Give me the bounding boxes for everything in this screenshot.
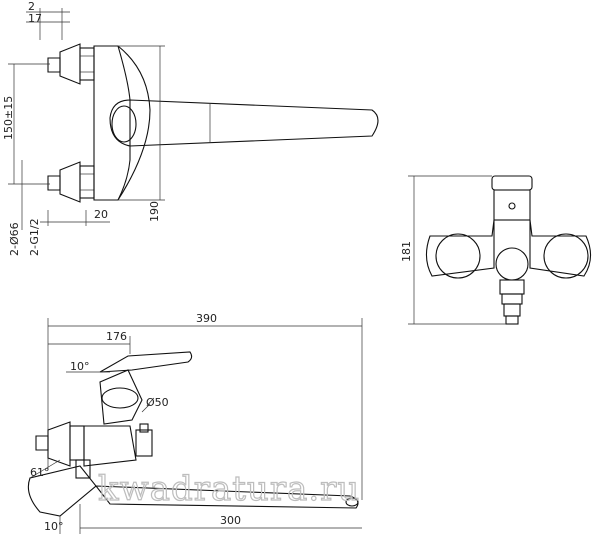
plan-view: 390 176 10° Ø50 61° 300 10°	[27, 312, 363, 534]
dim-height-181: 181	[400, 241, 413, 262]
dim-pipe-diameter: 2-Ø66	[8, 222, 21, 256]
dim-height-190: 190	[148, 201, 161, 222]
dim-angle-lever: 10°	[70, 360, 90, 373]
dim-spout-offset: 176	[106, 330, 127, 343]
side-view: 2 17 150±15 2-Ø66 2-G1/2 20 190	[2, 0, 379, 256]
dim-total-length: 390	[196, 312, 217, 325]
dim-angle-61: 61°	[30, 466, 50, 479]
watermark-text: kwadratura.ru	[98, 469, 360, 509]
dim-angle-spout: 10°	[44, 520, 64, 533]
dim-top-17: 17	[28, 12, 42, 25]
dim-thread: 2-G1/2	[28, 218, 41, 256]
front-view: 181	[400, 175, 592, 325]
dim-handle-diameter: Ø50	[146, 396, 169, 409]
dim-center-distance: 150±15	[2, 96, 15, 140]
dim-top-2: 2	[28, 0, 35, 13]
dim-width-20: 20	[94, 208, 108, 221]
dim-spout-reach: 300	[220, 514, 241, 527]
